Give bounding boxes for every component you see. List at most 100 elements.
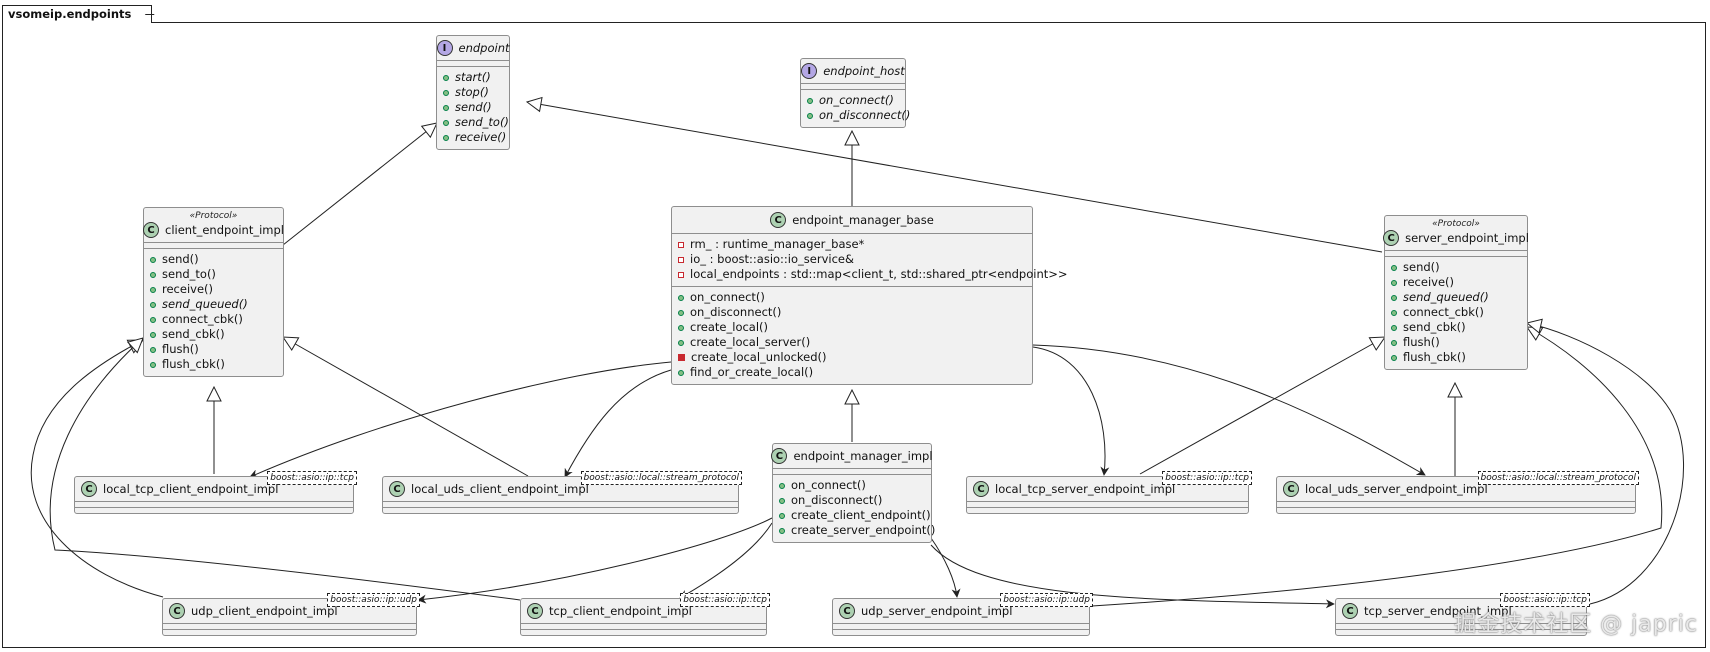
class-local-tcp-server-endpoint-impl[interactable]: boost::asio::ip::tcp C local_tcp_server_… (966, 471, 1252, 514)
class-header: «Protocol» C client_endpoint_impl (143, 208, 284, 242)
class-name: endpoint_manager_base (792, 213, 934, 227)
public-method-icon (150, 316, 156, 323)
public-method-icon (443, 104, 449, 111)
method: receive() (443, 130, 506, 145)
class-endpoint[interactable]: I endpoint start() stop() send() send_to… (436, 35, 510, 150)
public-method-icon (443, 74, 449, 81)
method: connect_cbk() (150, 312, 277, 327)
method: receive() (150, 282, 277, 297)
method: send() (1391, 260, 1521, 275)
server-endpoint-impl-to-endpoint (527, 102, 1383, 253)
class-header: C endpoint_manager_base (672, 207, 1032, 233)
impl-to-udp-server (930, 537, 961, 598)
class-header: C tcp_client_endpoint_impl (521, 599, 766, 623)
method: on_disconnect() (779, 493, 925, 508)
class-udp-client-endpoint-impl[interactable]: boost::asio::ip::udp C udp_client_endpoi… (162, 593, 420, 636)
class-udp-server-endpoint-impl[interactable]: boost::asio::ip::udp C udp_server_endpoi… (832, 593, 1093, 636)
public-method-icon (779, 482, 785, 489)
template-parameter: boost::asio::ip::tcp (267, 471, 357, 485)
class-badge-icon: C (1342, 603, 1358, 619)
public-method-icon (443, 119, 449, 126)
method: send_cbk() (1391, 320, 1521, 335)
class-name: tcp_server_endpoint_impl (1364, 604, 1512, 618)
method: create_local() (678, 320, 1026, 335)
public-method-icon (1391, 264, 1397, 271)
private-method-icon (678, 354, 685, 361)
method: send_to() (443, 115, 509, 130)
class-header: C tcp_server_endpoint_impl (1336, 599, 1586, 623)
private-field-icon (678, 271, 684, 278)
class-badge-icon: C (839, 603, 855, 619)
method: flush() (1391, 335, 1521, 350)
template-parameter: boost::asio::local::stream_protocol (1477, 471, 1639, 485)
class-client-endpoint-impl[interactable]: «Protocol» C client_endpoint_impl send()… (143, 207, 284, 377)
class-name: local_tcp_client_endpoint_impl (103, 482, 279, 496)
method: create_client_endpoint() (779, 508, 931, 523)
template-parameter: boost::asio::local::stream_protocol (580, 471, 742, 485)
public-method-icon (678, 369, 684, 376)
public-method-icon (779, 497, 785, 504)
class-name: local_uds_client_endpoint_impl (411, 482, 589, 496)
watermark: 掘金技术社区 @ japric (1454, 612, 1698, 637)
class-name: local_uds_server_endpoint_impl (1305, 482, 1488, 496)
method: send_queued() (150, 297, 277, 312)
class-header: C local_uds_server_endpoint_impl (1277, 477, 1635, 501)
class-badge-icon: C (143, 222, 160, 238)
public-method-icon (1391, 279, 1397, 286)
class-tcp-client-endpoint-impl[interactable]: boost::asio::ip::tcp C tcp_client_endpoi… (520, 593, 770, 636)
public-method-icon (1391, 354, 1397, 361)
tcp-server-to-server-impl (1527, 323, 1684, 605)
public-method-icon (150, 301, 156, 308)
class-name: client_endpoint_impl (165, 223, 284, 237)
base-to-local-tcp-client (249, 361, 672, 478)
method: flush_cbk() (150, 357, 277, 372)
public-method-icon (779, 512, 785, 519)
base-to-local-uds-server (1032, 344, 1426, 476)
method: connect_cbk() (1391, 305, 1521, 320)
public-method-icon (678, 339, 684, 346)
public-method-icon (150, 361, 156, 368)
class-server-endpoint-impl[interactable]: «Protocol» C server_endpoint_impl send()… (1383, 215, 1529, 370)
class-endpoint-manager-impl[interactable]: C endpoint_manager_impl on_connect() on_… (771, 443, 935, 543)
class-badge-icon: C (169, 603, 185, 619)
public-method-icon (150, 271, 156, 278)
class-local-tcp-client-endpoint-impl[interactable]: boost::asio::ip::tcp C local_tcp_client_… (74, 471, 357, 514)
method: create_local_unlocked() (678, 350, 1026, 365)
class-tcp-server-endpoint-impl[interactable]: boost::asio::ip::tcp C tcp_server_endpoi… (1335, 593, 1590, 636)
tcp-client-to-client-impl (49, 338, 521, 601)
class-header: C udp_server_endpoint_impl (833, 599, 1089, 623)
class-name: local_tcp_server_endpoint_impl (995, 482, 1176, 496)
method: create_server_endpoint() (779, 523, 935, 538)
class-local-uds-server-endpoint-impl[interactable]: boost::asio::local::stream_protocol C lo… (1276, 471, 1639, 514)
base-to-local-uds-client (564, 369, 672, 478)
class-endpoint-manager-base[interactable]: C endpoint_manager_base rm_ : runtime_ma… (671, 206, 1068, 385)
public-method-icon (1391, 309, 1397, 316)
class-local-uds-client-endpoint-impl[interactable]: boost::asio::local::stream_protocol C lo… (382, 471, 742, 514)
public-method-icon (1391, 324, 1397, 331)
method: on_disconnect() (678, 305, 1026, 320)
class-badge-icon: C (973, 481, 989, 497)
package-frame (2, 22, 1706, 648)
class-badge-icon: C (81, 481, 97, 497)
method: flush_cbk() (1391, 350, 1521, 365)
field: rm_ : runtime_manager_base* (678, 237, 1026, 252)
method: start() (443, 70, 503, 85)
field: io_ : boost::asio::io_service& (678, 252, 1026, 267)
class-name: endpoint_manager_impl (793, 449, 933, 463)
local-tcp-server-to-server-impl (1139, 337, 1385, 475)
field: local_endpoints : std::map<client_t, std… (678, 267, 1068, 282)
method: on_connect() (779, 478, 925, 493)
private-field-icon (678, 256, 684, 263)
public-method-icon (443, 89, 449, 96)
public-method-icon (443, 134, 449, 141)
method: stop() (443, 85, 503, 100)
method: find_or_create_local() (678, 365, 1026, 380)
public-method-icon (150, 346, 156, 353)
local-uds-client-to-client-impl (283, 337, 529, 477)
class-endpoint-host[interactable]: I endpoint_host on_connect() on_disconne… (800, 58, 910, 128)
client-endpoint-impl-to-endpoint (282, 123, 437, 246)
template-parameter: boost::asio::ip::udp (1000, 593, 1093, 607)
class-badge-icon: C (389, 481, 405, 497)
public-method-icon (150, 286, 156, 293)
